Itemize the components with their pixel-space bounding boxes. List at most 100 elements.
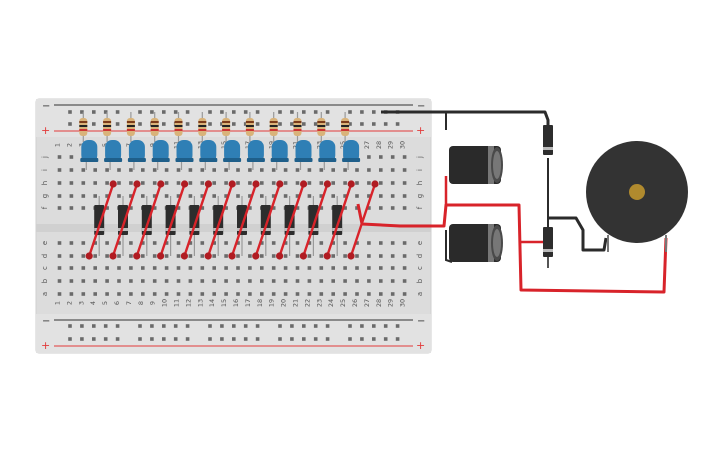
breadboard-hole[interactable] [379, 168, 383, 172]
breadboard-hole[interactable] [343, 279, 347, 283]
breadboard-hole[interactable] [117, 181, 121, 185]
breadboard-hole[interactable] [176, 206, 181, 210]
breadboard-hole[interactable] [390, 181, 395, 185]
red-jumper-wire[interactable] [135, 182, 163, 258]
red-jumper-wire[interactable] [206, 182, 234, 258]
breadboard-hole[interactable] [105, 168, 109, 172]
breadboard-hole[interactable] [379, 194, 383, 198]
breadboard-hole[interactable] [319, 241, 324, 245]
breadboard-hole[interactable] [200, 168, 205, 172]
rail-hole[interactable] [115, 337, 120, 341]
wire-end[interactable] [133, 252, 141, 260]
breadboard-hole[interactable] [81, 279, 86, 283]
breadboard-hole[interactable] [260, 254, 264, 258]
rail-hole[interactable] [115, 324, 120, 328]
breadboard-hole[interactable] [117, 194, 121, 198]
red-jumper-wire[interactable] [349, 182, 377, 258]
breadboard-hole[interactable] [176, 292, 181, 296]
rail-hole[interactable] [220, 337, 224, 341]
wire-end[interactable] [323, 180, 331, 188]
breadboard-hole[interactable] [200, 292, 205, 296]
breadboard-hole[interactable] [402, 168, 407, 172]
rail-hole[interactable] [92, 324, 96, 328]
rail-hole[interactable] [360, 324, 364, 328]
breadboard-hole[interactable] [81, 254, 86, 258]
breadboard-hole[interactable] [93, 241, 97, 245]
breadboard-hole[interactable] [152, 266, 157, 270]
rail-hole[interactable] [348, 122, 352, 126]
rail-hole[interactable] [162, 110, 166, 114]
breadboard-hole[interactable] [260, 266, 264, 270]
breadboard-hole[interactable] [379, 241, 383, 245]
rail-hole[interactable] [208, 110, 212, 114]
breadboard-hole[interactable] [331, 279, 335, 283]
breadboard-hole[interactable] [283, 254, 288, 258]
rail-hole[interactable] [103, 324, 108, 328]
breadboard-hole[interactable] [295, 241, 300, 245]
breadboard-hole[interactable] [69, 181, 74, 185]
breadboard-hole[interactable] [343, 241, 347, 245]
rail-hole[interactable] [92, 337, 96, 341]
wire-end[interactable] [276, 180, 284, 188]
rail-hole[interactable] [395, 324, 400, 328]
breadboard-hole[interactable] [200, 181, 205, 185]
led-blue[interactable] [200, 140, 217, 162]
rail-hole[interactable] [150, 110, 154, 114]
breadboard-hole[interactable] [188, 194, 193, 198]
rail-hole[interactable] [290, 122, 294, 126]
breadboard-hole[interactable] [355, 181, 359, 185]
breadboard-hole[interactable] [343, 168, 347, 172]
breadboard-hole[interactable] [283, 279, 288, 283]
breadboard-hole[interactable] [224, 266, 228, 270]
wire-end[interactable] [133, 180, 141, 188]
rail-hole[interactable] [138, 324, 142, 328]
rail-hole[interactable] [80, 337, 84, 341]
rail-hole[interactable] [313, 122, 318, 126]
breadboard-hole[interactable] [390, 266, 395, 270]
breadboard-hole[interactable] [355, 194, 359, 198]
breadboard-hole[interactable] [224, 168, 228, 172]
breadboard-hole[interactable] [69, 155, 74, 159]
breadboard-hole[interactable] [176, 241, 181, 245]
red-jumper-wire[interactable] [87, 182, 115, 258]
breadboard-hole[interactable] [105, 292, 109, 296]
breadboard-hole[interactable] [248, 266, 252, 270]
breadboard-hole[interactable] [367, 168, 371, 172]
diode[interactable] [213, 205, 224, 235]
rail-hole[interactable] [185, 110, 190, 114]
red-jumper-wire[interactable] [326, 182, 353, 258]
rail-hole[interactable] [162, 337, 166, 341]
breadboard-hole[interactable] [69, 194, 74, 198]
breadboard-hole[interactable] [331, 292, 335, 296]
breadboard-hole[interactable] [57, 206, 62, 210]
breadboard-hole[interactable] [248, 279, 252, 283]
breadboard-hole[interactable] [200, 279, 205, 283]
breadboard-hole[interactable] [224, 254, 228, 258]
rail-hole[interactable] [302, 324, 306, 328]
breadboard-hole[interactable] [390, 241, 395, 245]
breadboard-hole[interactable] [295, 206, 300, 210]
led-blue[interactable] [176, 140, 193, 162]
rail-hole[interactable] [302, 337, 306, 341]
wire-end[interactable] [181, 180, 189, 188]
breadboard-hole[interactable] [355, 254, 359, 258]
breadboard-hole[interactable] [283, 194, 288, 198]
rail-hole[interactable] [115, 110, 120, 114]
rail-hole[interactable] [360, 110, 364, 114]
breadboard-hole[interactable] [224, 279, 228, 283]
rail-hole[interactable] [150, 324, 154, 328]
breadboard-hole[interactable] [271, 279, 276, 283]
breadboard-hole[interactable] [367, 155, 371, 159]
breadboard-hole[interactable] [390, 292, 395, 296]
breadboard-hole[interactable] [81, 241, 86, 245]
breadboard-hole[interactable] [355, 292, 359, 296]
breadboard-hole[interactable] [319, 292, 324, 296]
rail-hole[interactable] [278, 337, 282, 341]
wire-end[interactable] [204, 180, 212, 188]
breadboard-hole[interactable] [152, 279, 157, 283]
rail-hole[interactable] [103, 337, 108, 341]
breadboard-hole[interactable] [331, 194, 335, 198]
breadboard-hole[interactable] [307, 181, 312, 185]
breadboard-hole[interactable] [69, 292, 74, 296]
rail-hole[interactable] [383, 337, 388, 341]
